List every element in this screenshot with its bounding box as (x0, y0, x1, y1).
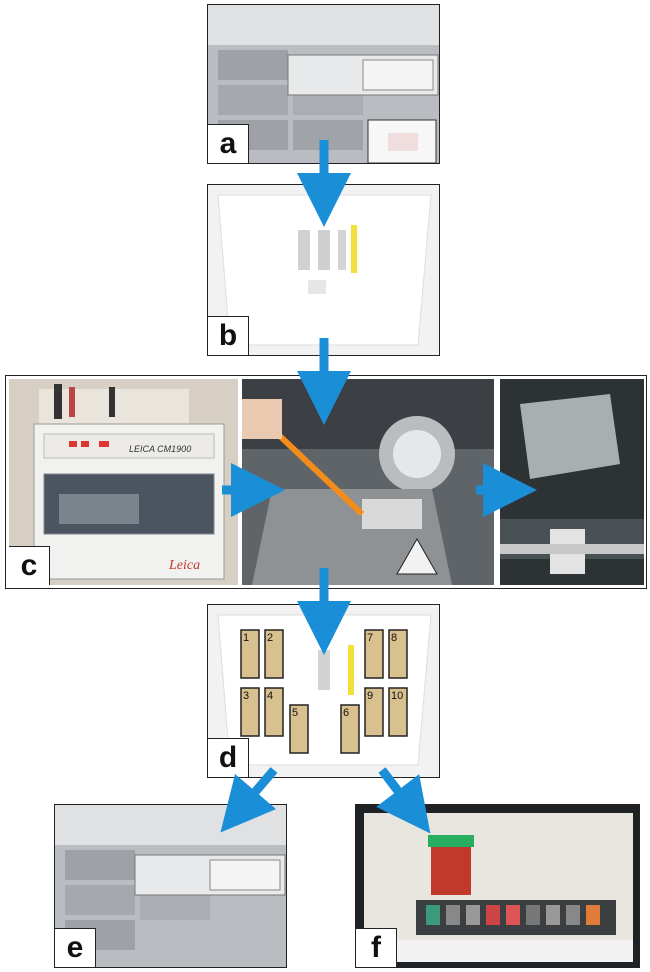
brush-sectioning-image (242, 379, 494, 585)
slide-number-10: 10 (391, 690, 403, 702)
slide-3 (240, 687, 260, 737)
panel-a-label: a (208, 124, 249, 163)
slide-4 (264, 687, 284, 737)
panel-e-label: e (55, 928, 96, 967)
panel-b-photo: b (207, 184, 440, 356)
cryostat-model-text: LEICA CM1900 (129, 444, 191, 454)
panel-a-photo: a (207, 4, 440, 164)
slide-1 (240, 629, 260, 679)
panel-e-photo: e (54, 804, 287, 968)
slide-number-6: 6 (343, 707, 349, 719)
slide-number-7: 7 (367, 632, 373, 644)
brush-sectioning-photo (242, 379, 494, 585)
slide-mount-image (500, 379, 644, 585)
slide-10 (388, 687, 408, 737)
slide-9 (364, 687, 384, 737)
slide-number-4: 4 (267, 690, 273, 702)
panel-f-photo: f (355, 804, 640, 968)
cryostat-brand-text: Leica (168, 558, 200, 573)
slide-7 (364, 629, 384, 679)
slide-number-5: 5 (292, 707, 298, 719)
slide-6 (340, 704, 360, 754)
panel-b-label: b (208, 316, 249, 355)
panel-d-photo: 1 2 3 4 5 6 7 8 9 10 d (207, 604, 440, 778)
slide-number-1: 1 (243, 632, 249, 644)
staining-bench-image (356, 805, 639, 967)
slide-5 (289, 704, 309, 754)
slide-mount-photo (500, 379, 644, 585)
slide-number-3: 3 (243, 690, 249, 702)
panel-f-label: f (356, 928, 397, 967)
cryostat-photo: LEICA CM1900 Leica c (9, 379, 238, 585)
slide-8 (388, 629, 408, 679)
panel-d-label: d (208, 738, 249, 777)
slide-number-2: 2 (267, 632, 273, 644)
slide-2 (264, 629, 284, 679)
slide-number-8: 8 (391, 632, 397, 644)
slide-number-9: 9 (367, 690, 373, 702)
panel-c-group: LEICA CM1900 Leica c (5, 375, 647, 589)
panel-c-label: c (9, 546, 50, 585)
